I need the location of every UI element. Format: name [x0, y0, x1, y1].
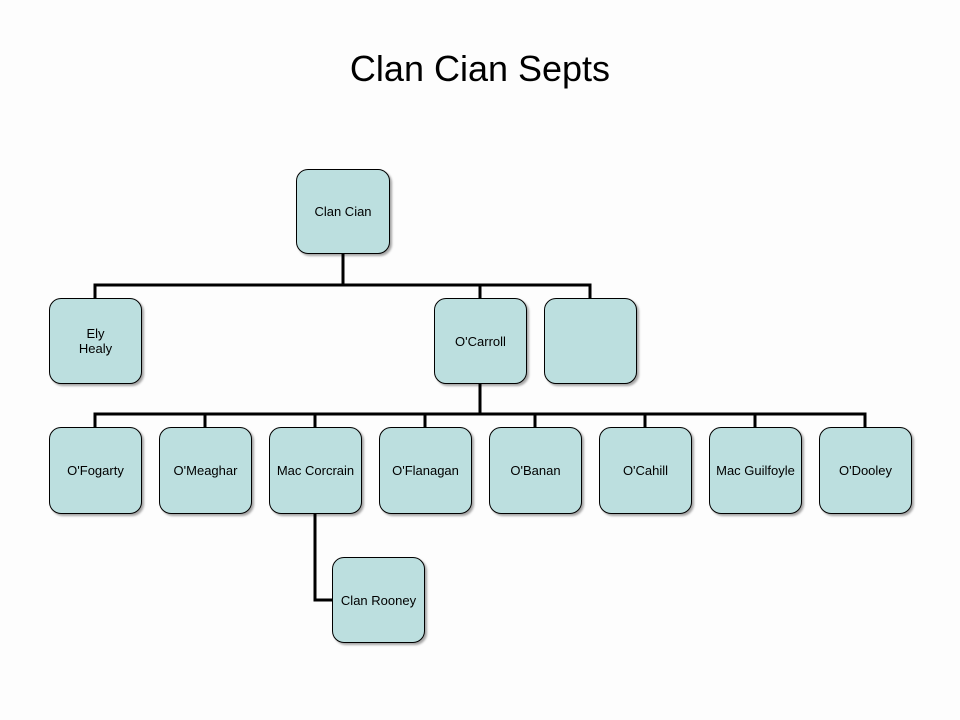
node-odooley[interactable]: O'Dooley [819, 427, 912, 514]
node-mac-guilfoyle[interactable]: Mac Guilfoyle [709, 427, 802, 514]
node-empty[interactable] [544, 298, 637, 384]
connector-to-clan-rooney [313, 512, 334, 602]
node-clan-rooney[interactable]: Clan Rooney [332, 557, 425, 643]
node-ocarroll[interactable]: O'Carroll [434, 298, 527, 384]
node-root[interactable]: Clan Cian [296, 169, 390, 254]
node-ofogarty[interactable]: O'Fogarty [49, 427, 142, 514]
node-oflanagan[interactable]: O'Flanagan [379, 427, 472, 514]
node-obanan[interactable]: O'Banan [489, 427, 582, 514]
chart-title: Clan Cian Septs [349, 48, 611, 89]
node-ocahill[interactable]: O'Cahill [599, 427, 692, 514]
node-omeaghar[interactable]: O'Meaghar [159, 427, 252, 514]
node-ely-healy[interactable]: Ely Healy [49, 298, 142, 384]
node-mac-corcrain[interactable]: Mac Corcrain [269, 427, 362, 514]
